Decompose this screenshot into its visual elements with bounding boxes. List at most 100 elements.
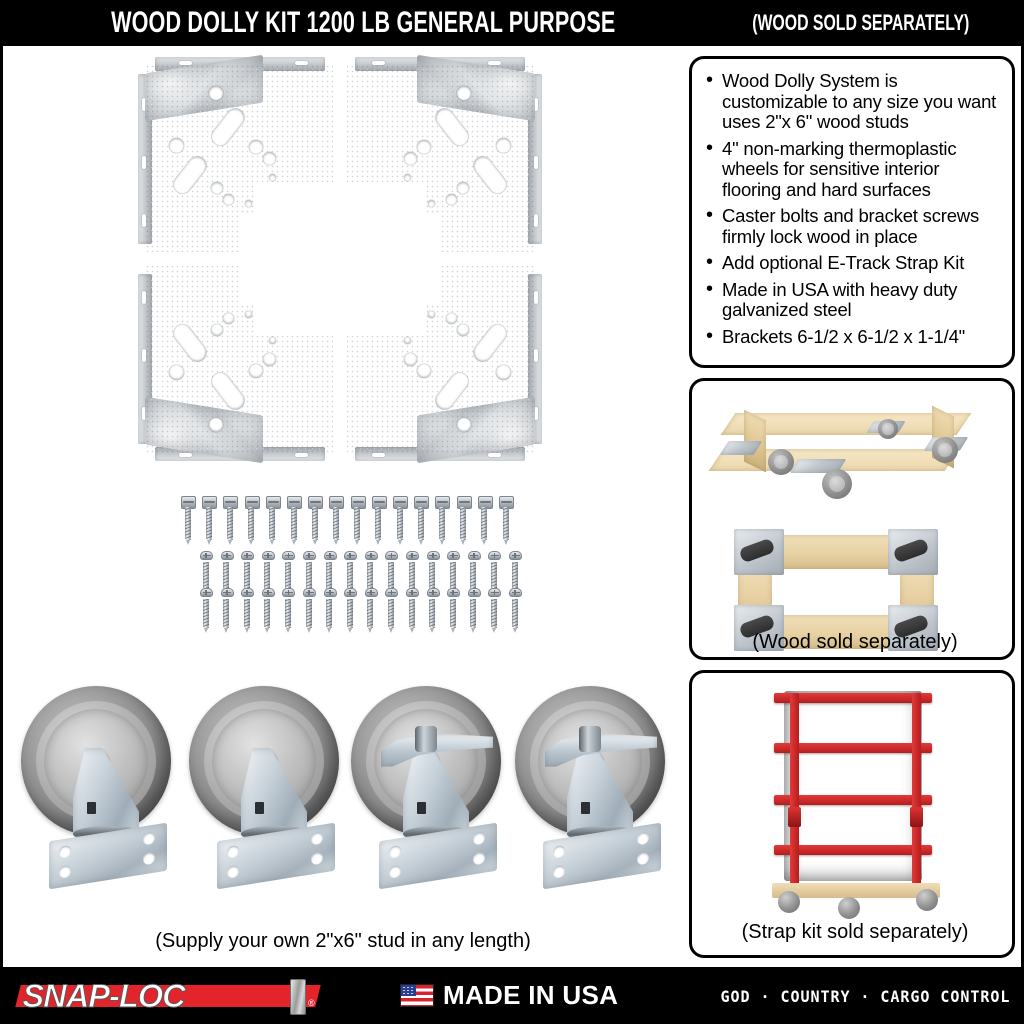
- pan-head-screw: [302, 588, 316, 633]
- bracket-bottom-right: [347, 266, 542, 464]
- strap-horizontal: [774, 845, 932, 855]
- screw-tip: [418, 540, 423, 545]
- screw-tip: [333, 540, 338, 545]
- pan-head-screw: [405, 551, 419, 596]
- screw-head: [200, 588, 213, 597]
- screw-threads: [284, 599, 291, 628]
- dolly-wheel: [878, 419, 898, 439]
- screw-threads: [311, 507, 318, 540]
- caster-mount-plate: [49, 822, 167, 890]
- bracket-hole: [446, 194, 457, 205]
- mount-hole: [389, 864, 401, 879]
- bracket-hole: [404, 152, 417, 165]
- hex-head-screw: [265, 496, 281, 545]
- screw-head: [220, 551, 234, 560]
- dolly-wheel: [778, 891, 800, 913]
- swivel-caster: [21, 686, 181, 896]
- mount-hole: [311, 831, 323, 846]
- screw-tip: [368, 628, 373, 633]
- screw-head: [282, 551, 296, 560]
- screw-set-image: [181, 496, 522, 636]
- mount-hole: [473, 851, 485, 866]
- pan-head-screw: [281, 588, 296, 633]
- screw-head: [467, 588, 481, 597]
- hex-head-screw: [202, 496, 218, 545]
- caster-mount-plate: [543, 822, 661, 890]
- screw-threads: [305, 562, 312, 591]
- bracket-hole: [496, 138, 511, 153]
- screw-tip: [312, 540, 317, 545]
- screw-threads: [326, 562, 333, 591]
- pan-head-screw: [302, 551, 316, 596]
- screw-tip: [265, 628, 270, 633]
- flag-canton: [401, 985, 416, 996]
- screw-threads: [243, 562, 250, 591]
- flange-slot: [142, 214, 146, 227]
- screw-threads: [354, 507, 361, 540]
- screw-threads: [264, 562, 271, 591]
- bracket-hole: [211, 182, 223, 194]
- strap-kit-panel: (Strap kit sold separately): [689, 670, 1015, 958]
- screw-head: [220, 588, 234, 597]
- mount-hole: [473, 831, 485, 846]
- screw-tip: [244, 628, 249, 633]
- content-canvas: (Supply your own 2"x6" stud in any lengt…: [3, 46, 1021, 967]
- flange-slot: [142, 156, 146, 169]
- footer-bar: SNAP-LOC ® MADE IN USA GOD · COUNTRY · C…: [0, 967, 1024, 1024]
- pan-head-screw: [426, 588, 440, 633]
- bracket-top-left: [138, 54, 333, 252]
- screw-tip: [285, 628, 290, 633]
- bracket-hole: [223, 313, 234, 324]
- screw-threads: [290, 507, 297, 540]
- screw-threads: [332, 507, 339, 540]
- hex-head-screw: [477, 496, 493, 545]
- screw-threads: [284, 562, 291, 591]
- screw-tip: [306, 628, 311, 633]
- logo-text: SNAP-LOC: [22, 978, 186, 1015]
- screw-head: [323, 551, 337, 560]
- strap-kit-sold-separately-caption: (Strap kit sold separately): [741, 921, 969, 943]
- screw-head: [509, 588, 522, 597]
- screw-threads: [205, 507, 212, 540]
- screw-threads: [449, 599, 456, 628]
- dolly-wheel: [838, 897, 860, 919]
- list-item: Wood Dolly System is customizable to any…: [704, 70, 1002, 133]
- screw-threads: [470, 599, 477, 628]
- mount-hole: [389, 844, 401, 859]
- feature-list: Wood Dolly System is customizable to any…: [692, 59, 1012, 347]
- caster-mount-plate: [217, 822, 335, 890]
- pan-head-screw: [199, 551, 213, 596]
- pan-head-screw: [199, 588, 213, 633]
- screw-threads: [184, 507, 191, 540]
- bracket-hole: [209, 86, 223, 100]
- mount-hole: [637, 851, 649, 866]
- screw-threads: [367, 599, 374, 628]
- screw-tip: [430, 628, 435, 633]
- hex-head-screw: [223, 496, 239, 545]
- flange-slot: [179, 61, 192, 65]
- dolly-top-view-photo: [732, 529, 978, 657]
- screw-head: [241, 588, 255, 597]
- bracket-hole-small: [428, 200, 435, 207]
- pan-head-screw: [405, 588, 419, 633]
- bracket-top-right: [347, 54, 542, 252]
- screw-head: [488, 588, 502, 597]
- page-title: WOOD DOLLY KIT 1200 LB GENERAL PURPOSE: [111, 6, 616, 39]
- usa-flag-icon: [400, 984, 434, 1007]
- caster-mount-plate: [379, 822, 497, 890]
- caster-with-brake: [515, 686, 675, 896]
- screw-threads: [429, 599, 436, 628]
- pan-head-screw: [446, 551, 461, 596]
- swivel-caster: [189, 686, 349, 896]
- strap-vertical: [790, 693, 799, 891]
- screw-head: [509, 551, 522, 560]
- mount-hole: [59, 844, 71, 859]
- list-item: Add optional E-Track Strap Kit: [704, 252, 1002, 274]
- hex-head-screw: [393, 496, 408, 545]
- screw-head: [435, 496, 451, 509]
- bracket-hole: [457, 324, 469, 336]
- screw-threads: [243, 599, 250, 628]
- snap-loc-logo[interactable]: SNAP-LOC ®: [14, 976, 334, 1016]
- pan-head-screw: [364, 588, 378, 633]
